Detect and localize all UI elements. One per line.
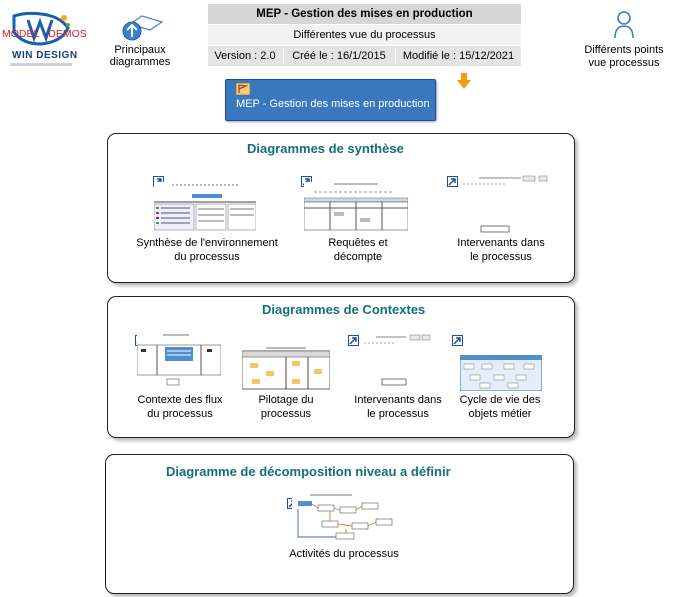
user-icon	[614, 11, 634, 39]
diagram-item-flow-context[interactable]: Contexte des flux du processus	[120, 393, 240, 421]
synthesis-diagrams-panel: Diagrammes de synthèse Synthèse de l'env…	[107, 133, 575, 283]
process-flow-context-thumbnail[interactable]	[137, 333, 221, 389]
diagram-item-queries-count[interactable]: Requêtes et décompte	[298, 236, 418, 264]
item-label-line1: Contexte des flux	[137, 394, 223, 406]
diagram-item-environment-synthesis[interactable]: Synthèse de l'environnement du processus	[128, 236, 286, 264]
process-title: MEP - Gestion des mises en production	[208, 4, 521, 24]
process-main-button[interactable]: MEP - Gestion des mises en production	[225, 79, 436, 121]
divider	[395, 48, 396, 64]
stakeholders-thumbnail[interactable]	[461, 174, 553, 236]
logo-tagline-bar	[10, 63, 72, 66]
process-main-button-label: MEP - Gestion des mises en production	[236, 98, 430, 110]
process-viewpoints-label: Différents points vue processus	[578, 44, 670, 70]
diagram-item-stakeholders[interactable]: Intervenants dans le processus	[443, 236, 559, 264]
item-label-line2: du processus	[174, 251, 240, 263]
down-arrow-icon[interactable]	[457, 73, 471, 89]
item-label-line2: le processus	[367, 408, 429, 420]
item-label-line2: objets métier	[468, 408, 532, 420]
context-diagrams-panel: Diagrammes de Contextes Contexte des flu…	[107, 296, 575, 438]
viewpoints-label-line1: Différents points	[584, 44, 664, 56]
item-label-line1: Synthèse de l'environnement	[136, 237, 278, 249]
shortcut-arrow-icon[interactable]	[447, 176, 458, 187]
item-label-line1: Intervenants dans	[354, 394, 442, 406]
item-label-line1: Cycle de vie des	[459, 394, 541, 406]
item-label-line2: le processus	[470, 251, 532, 263]
business-object-lifecycle-thumbnail[interactable]	[460, 355, 542, 391]
up-arrow-circle-icon	[122, 15, 164, 41]
environment-synthesis-thumbnail[interactable]	[154, 182, 256, 232]
process-title-box: MEP - Gestion des mises en production Di…	[208, 4, 521, 66]
main-diagrams-label: Principaux diagrammes	[109, 44, 171, 68]
modified-date: Modifié le : 15/12/2021	[402, 50, 515, 62]
diagram-item-object-lifecycle[interactable]: Cycle de vie des objets métier	[444, 393, 556, 421]
windesign-logo[interactable]: MODEL - DEMOS WIN DESIGN	[0, 10, 87, 72]
version-value: Version : 2.0	[214, 50, 276, 62]
main-diagrams-link[interactable]: Principaux diagrammes	[84, 12, 196, 68]
diagram-item-stakeholders-context[interactable]: Intervenants dans le processus	[340, 393, 456, 421]
decomposition-diagram-panel: Diagramme de décomposition niveau a défi…	[105, 454, 574, 594]
item-label-line1: Pilotage du	[258, 394, 314, 406]
process-subtitle: Différentes vue du processus	[208, 25, 521, 45]
stakeholders-context-thumbnail[interactable]	[362, 333, 434, 389]
viewpoints-label-line2: vue processus	[588, 57, 660, 69]
logo-watermark: MODEL - DEMOS	[2, 28, 87, 40]
shortcut-arrow-icon[interactable]	[348, 335, 359, 346]
item-label-line1: Intervenants dans	[457, 237, 545, 249]
item-label-line2: du processus	[147, 408, 213, 420]
section-title: Diagramme de décomposition niveau a défi…	[166, 464, 451, 479]
created-date: Créé le : 16/1/2015	[292, 50, 386, 62]
process-activities-thumbnail[interactable]	[292, 493, 398, 543]
process-steering-thumbnail[interactable]	[242, 347, 330, 391]
item-label-line2: décompte	[333, 251, 383, 263]
section-title: Diagrammes de synthèse	[247, 141, 404, 156]
queries-count-thumbnail[interactable]	[304, 182, 408, 232]
section-title: Diagrammes de Contextes	[262, 302, 426, 317]
diagram-item-process-activities[interactable]: Activités du processus	[266, 547, 422, 561]
item-label-line1: Activités du processus	[289, 548, 399, 560]
windesign-logo-mark-icon	[12, 11, 70, 46]
logo-brand: WIN DESIGN	[12, 50, 78, 61]
diagram-item-process-steering[interactable]: Pilotage du processus	[230, 393, 342, 421]
item-label-line2: processus	[260, 408, 312, 420]
process-meta-row: Version : 2.0 Créé le : 16/1/2015 Modifi…	[208, 46, 521, 66]
flag-icon	[236, 83, 250, 95]
divider	[283, 48, 284, 64]
process-viewpoints-link[interactable]: Différents points vue processus	[578, 10, 670, 70]
shortcut-arrow-icon[interactable]	[452, 335, 463, 346]
item-label-line1: Requêtes et	[328, 237, 388, 249]
